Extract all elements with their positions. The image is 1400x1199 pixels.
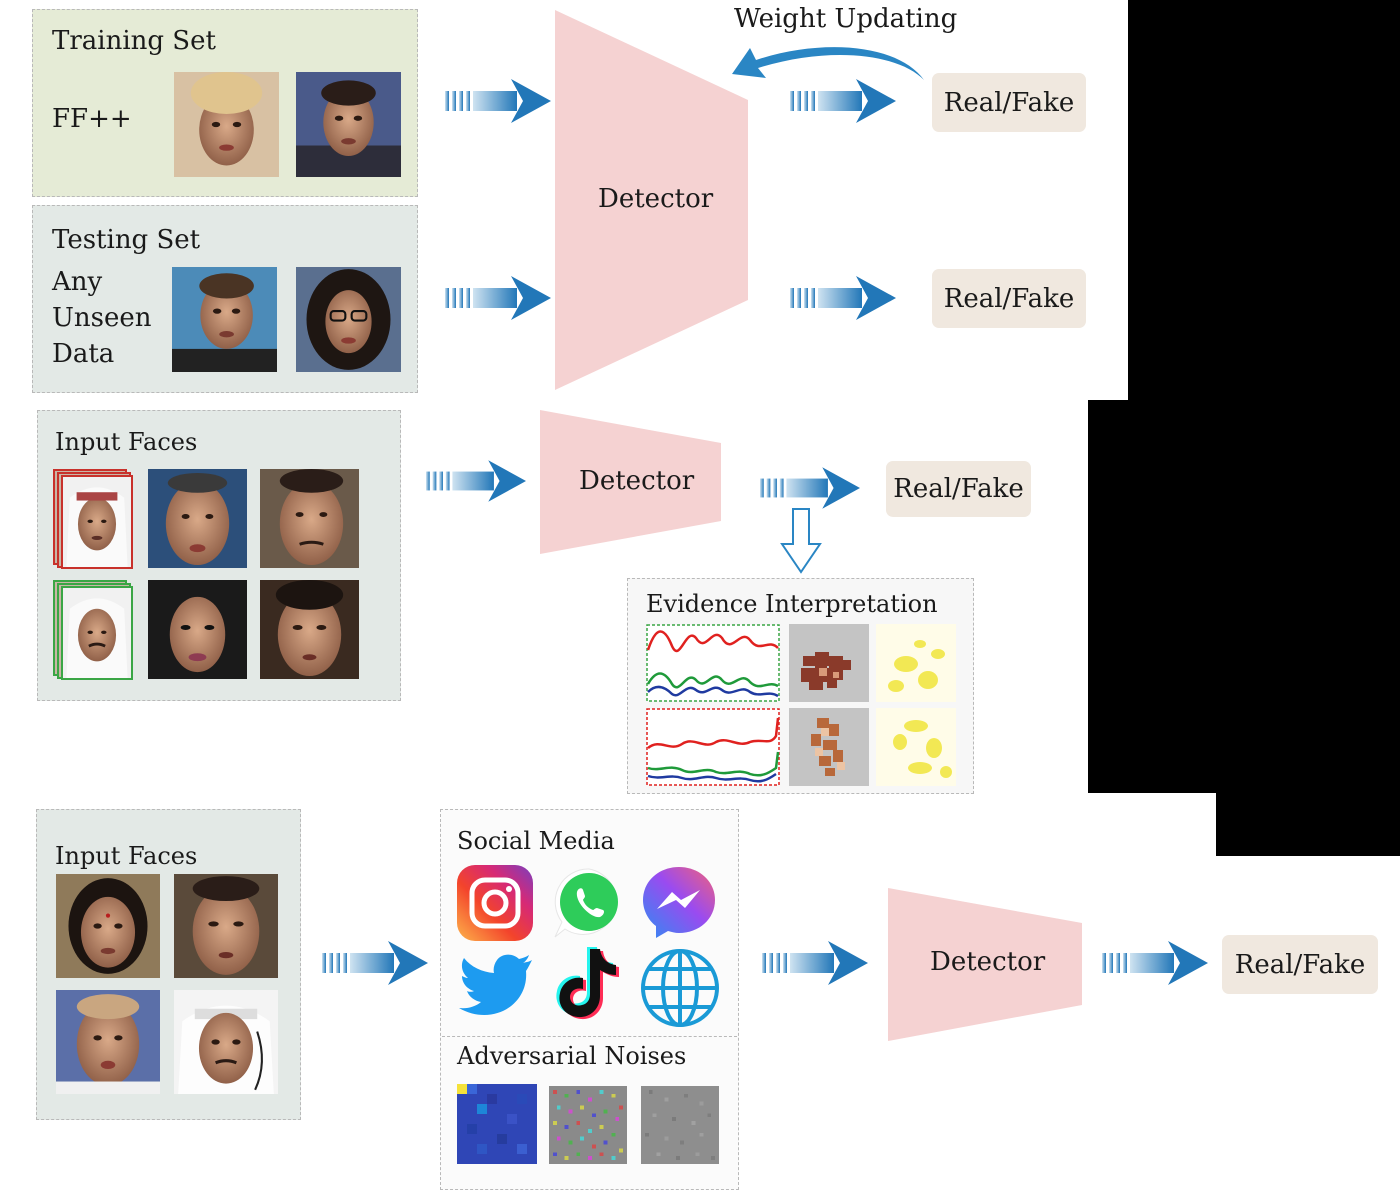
detector-label: Detector bbox=[930, 947, 1046, 977]
detector-shape bbox=[540, 410, 721, 554]
flow-arrow bbox=[445, 79, 551, 123]
testing-line-3: Data bbox=[52, 339, 115, 369]
globe-icon bbox=[641, 949, 719, 1027]
panel-divider bbox=[442, 1036, 737, 1037]
flow-arrow bbox=[762, 941, 868, 985]
face-thumbnail bbox=[174, 990, 278, 1094]
flow-arrow bbox=[1102, 941, 1208, 985]
face-thumbnail bbox=[296, 267, 401, 372]
face-thumbnail bbox=[260, 580, 359, 679]
face-thumbnail bbox=[296, 72, 401, 177]
face-thumbnail bbox=[148, 580, 247, 679]
testing-line-1: Any bbox=[52, 267, 103, 297]
patch-saliency-map bbox=[789, 624, 869, 702]
face-thumbnail bbox=[56, 874, 160, 978]
evidence-title: Evidence Interpretation bbox=[646, 590, 938, 618]
signal-plot bbox=[646, 708, 780, 786]
output-real-fake: Real/Fake bbox=[932, 73, 1086, 132]
instagram-icon bbox=[457, 865, 533, 941]
heatmap-overlay bbox=[876, 624, 956, 702]
flow-arrow bbox=[322, 941, 428, 985]
face-thumbnail bbox=[174, 874, 278, 978]
detector-label: Detector bbox=[579, 466, 695, 496]
detector-shape bbox=[555, 10, 748, 390]
flow-arrow bbox=[790, 276, 896, 320]
weight-updating-label: Weight Updating bbox=[734, 4, 958, 34]
noise-pattern bbox=[549, 1086, 627, 1164]
output-real-fake: Real/Fake bbox=[1222, 935, 1378, 994]
feedback-arrow bbox=[732, 47, 924, 80]
input-faces-title: Input Faces bbox=[55, 428, 198, 456]
messenger-icon bbox=[643, 867, 715, 938]
flow-arrow bbox=[445, 276, 551, 320]
twitter-icon bbox=[459, 954, 532, 1016]
flow-arrow bbox=[426, 460, 526, 502]
flow-arrow bbox=[760, 467, 860, 509]
training-set-title: Training Set bbox=[52, 26, 216, 56]
whatsapp-icon bbox=[554, 868, 618, 938]
dataset-label: FF++ bbox=[52, 104, 132, 134]
adversarial-noises-title: Adversarial Noises bbox=[457, 1042, 687, 1070]
face-thumbnail bbox=[260, 469, 359, 568]
social-media-title: Social Media bbox=[457, 827, 615, 855]
testing-line-2: Unseen bbox=[52, 303, 152, 333]
face-thumbnail bbox=[148, 469, 247, 568]
output-real-fake: Real/Fake bbox=[886, 461, 1031, 517]
down-arrow bbox=[780, 508, 822, 574]
flow-arrow bbox=[790, 79, 896, 123]
background-region bbox=[1088, 400, 1400, 793]
tiktok-icon bbox=[556, 947, 619, 1020]
noise-pattern bbox=[457, 1084, 537, 1164]
face-thumbnail bbox=[56, 990, 160, 1094]
heatmap-overlay bbox=[876, 708, 956, 786]
background-region bbox=[1128, 0, 1400, 400]
patch-saliency-map bbox=[789, 708, 869, 786]
face-thumbnail bbox=[174, 72, 279, 177]
robust-input-title: Input Faces bbox=[55, 842, 198, 870]
signal-plot bbox=[646, 624, 780, 702]
real-frame-stack bbox=[53, 580, 133, 680]
noise-pattern bbox=[641, 1086, 719, 1164]
detector-label: Detector bbox=[598, 184, 714, 214]
face-thumbnail bbox=[172, 267, 277, 372]
testing-set-title: Testing Set bbox=[52, 225, 201, 255]
fake-frame-stack bbox=[53, 469, 133, 569]
background-region bbox=[1216, 793, 1400, 856]
output-real-fake: Real/Fake bbox=[932, 269, 1086, 328]
detector-shape bbox=[888, 888, 1082, 1041]
